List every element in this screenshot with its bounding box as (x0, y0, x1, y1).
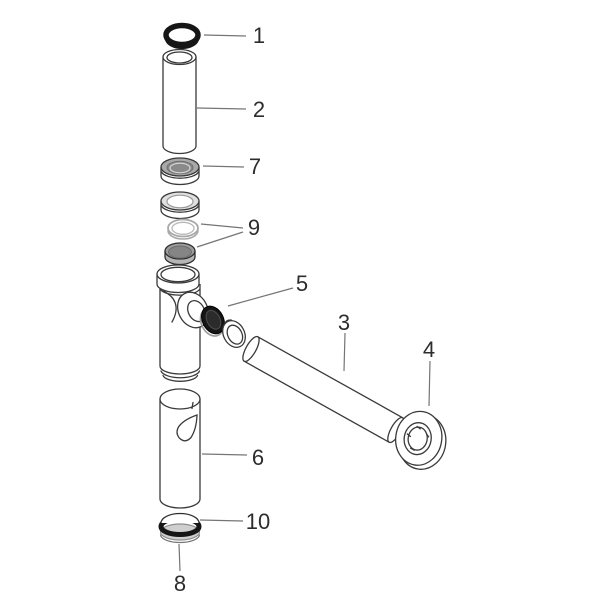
callout-label-7: 7 (249, 154, 261, 179)
nut-ridge (160, 171, 200, 179)
outlet-seal-bore (205, 309, 222, 330)
flange-bore (407, 426, 428, 451)
outlet-nut-bore (226, 324, 244, 345)
outlet-nut-lug (223, 319, 233, 325)
base-seal-bottom-edge (159, 534, 201, 544)
leader-4 (428, 360, 431, 407)
callout-label-8: 8 (174, 571, 186, 596)
leader-8 (178, 543, 181, 572)
callout-label-1: 1 (253, 23, 265, 48)
callout-label-10: 10 (246, 509, 270, 534)
part-cup-seal (164, 242, 196, 266)
callout-label-5: 5 (296, 271, 308, 296)
base-cap-dome-outline (160, 512, 200, 524)
cup-tube-body (159, 399, 201, 509)
part-nut-lower (160, 191, 200, 220)
part-lower-cup (159, 388, 201, 509)
part-upper-tube (162, 48, 197, 155)
part-base-cap (158, 512, 202, 544)
leader-9a (200, 223, 244, 229)
trap-body-bottom-edge (162, 374, 199, 382)
tube-top-inner-rim (166, 51, 193, 64)
part-outlet-nut (222, 319, 246, 349)
flat-ring-thickness (167, 230, 199, 240)
trap-body-bottom-rim (160, 370, 201, 379)
callout-label-2: 2 (253, 97, 265, 122)
part-flat-ring-seal (167, 218, 199, 240)
part-outlet-pipe (242, 335, 405, 444)
leader-2 (196, 107, 247, 110)
leader-3 (343, 332, 346, 372)
part-o-ring-top (163, 22, 201, 50)
pipe-open-end (242, 335, 260, 363)
leader-10 (199, 519, 244, 522)
leader-9b (196, 231, 244, 248)
cup-tube-teardrop-hole (176, 414, 198, 442)
tube-body (162, 57, 197, 155)
part-wall-flange (394, 410, 447, 470)
callout-label-3: 3 (338, 310, 350, 335)
flange-bayonet-notches (406, 425, 430, 451)
o-ring-body (163, 22, 201, 48)
callout-numbers: 1 2 7 9 5 3 4 6 10 8 (174, 23, 435, 596)
part-outlet-seal (199, 305, 225, 337)
callout-label-9: 9 (248, 215, 260, 240)
cup-tube-opening (159, 388, 201, 410)
pipe-fill (242, 336, 404, 443)
trap-collar-inner-rim (160, 266, 196, 283)
nut2-bore (166, 194, 194, 209)
flat-ring-inner (171, 221, 195, 235)
callout-label-6: 6 (252, 445, 264, 470)
base-cap-dome-fill (161, 513, 199, 523)
leader-5 (227, 287, 294, 307)
cup-tube-tick (191, 401, 194, 410)
leader-7 (202, 165, 245, 168)
leader-6 (201, 453, 248, 456)
callout-label-4: 4 (423, 337, 435, 362)
leader-1 (203, 34, 247, 37)
trap-body-flap-line (162, 290, 177, 323)
cup-bore (168, 245, 192, 259)
part-nut-upper (160, 157, 200, 186)
nut2-ridge (160, 205, 200, 213)
pipe-sides (243, 336, 404, 443)
callout-leaders (178, 34, 431, 572)
nut-insert-highlight (169, 162, 191, 174)
